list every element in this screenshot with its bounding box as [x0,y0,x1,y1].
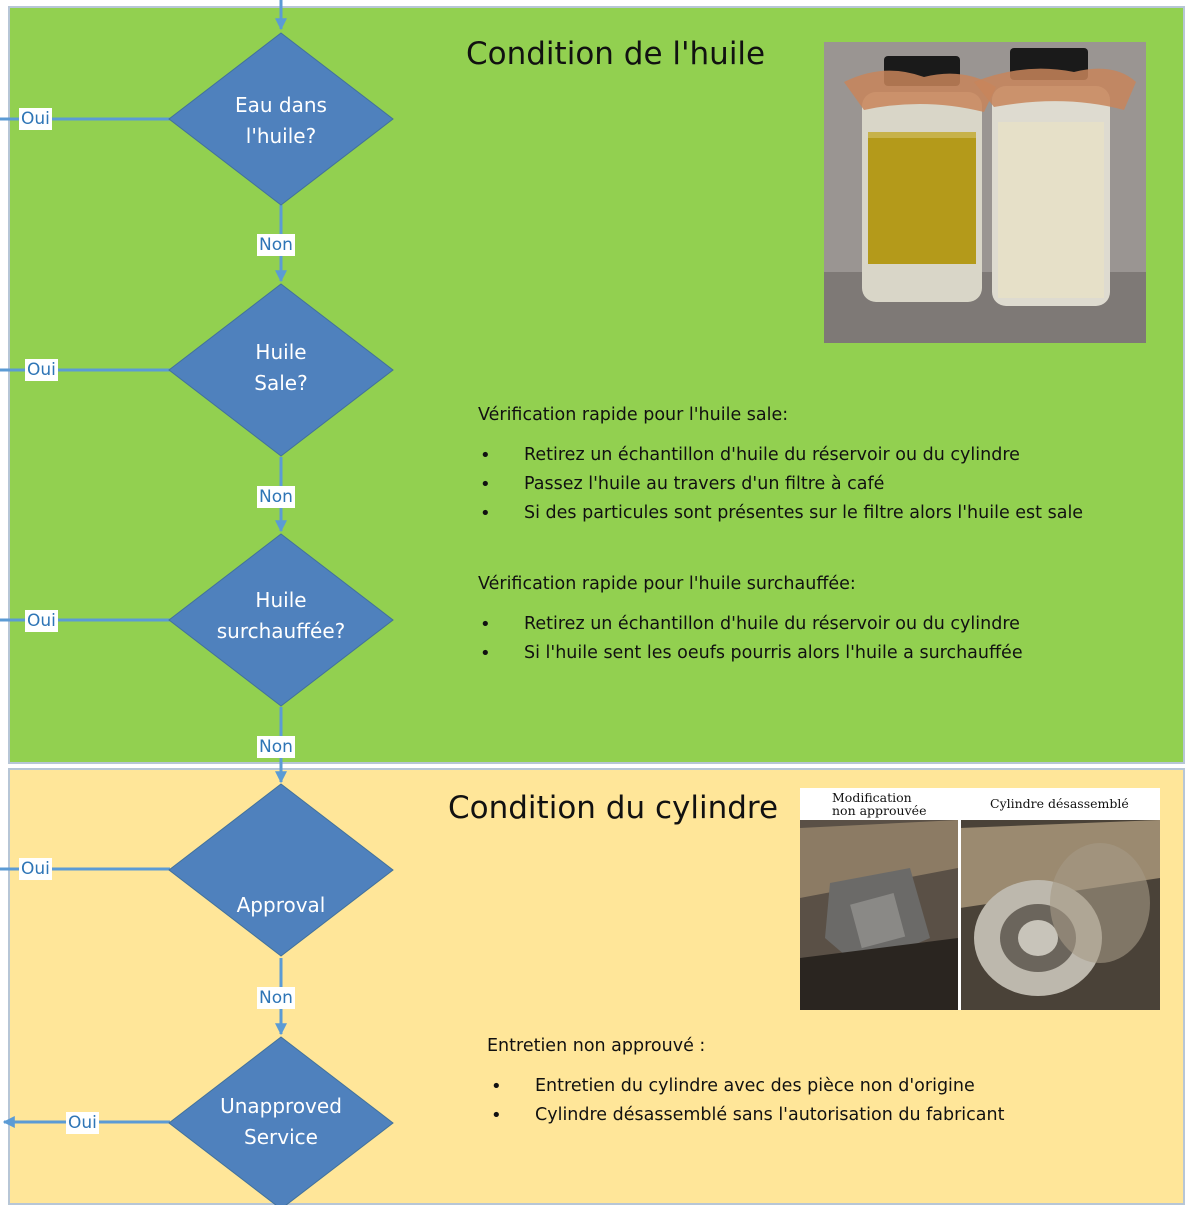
decision-diamond-dirty [168,283,394,457]
yes-tag-overheat: Oui [25,610,58,632]
unapproved-service-heading: Entretien non approuvé : [487,1036,706,1056]
dirty-oil-check: Vérification rapide pour l'huile sale: R… [478,405,1158,528]
decision-approval-label: Approval [236,893,326,917]
cylinder-section-title: Condition du cylindre [448,790,779,826]
yes-tag-approval: Oui [19,858,52,880]
oil-samples-photo [824,42,1146,343]
photo-caption-modification: Modification non approuvée [832,790,927,818]
oil-section-title: Condition de l'huile [466,36,766,72]
dirty-oil-step: Retirez un échantillon d'huile du réserv… [476,441,1158,470]
yes-tag-dirty: Oui [25,359,58,381]
yes-tag-unapproved: Oui [66,1112,99,1134]
decision-diamond-unapproved [168,1036,394,1205]
yes-tag-water: Oui [19,108,52,130]
dirty-oil-step: Si des particules sont présentes sur le … [476,499,1158,528]
unapproved-service-item: Cylindre désassemblé sans l'autorisation… [487,1101,1167,1130]
decision-diamond-water [168,32,394,206]
decision-diamond-approval [168,783,394,957]
unapproved-service-note: Entretien non approuvé : Entretien du cy… [487,1036,1167,1130]
cylinder-photo: Modification non approuvée Cylindre désa… [800,788,1160,1010]
dirty-oil-step: Passez l'huile au travers d'un filtre à … [476,470,1158,499]
unapproved-service-item: Entretien du cylindre avec des pièce non… [487,1072,1167,1101]
overheated-oil-step: Si l'huile sent les oeufs pourris alors … [476,639,1158,668]
no-tag-overheat: Non [257,736,295,758]
decision-diamond-overheat [168,533,394,707]
dirty-oil-check-heading: Vérification rapide pour l'huile sale: [478,405,789,425]
photo-caption-disassembled: Cylindre désassemblé [990,796,1129,811]
no-tag-approval: Non [257,987,295,1009]
overheated-oil-step: Retirez un échantillon d'huile du réserv… [476,610,1158,639]
no-tag-water: Non [257,234,295,256]
no-tag-dirty: Non [257,486,295,508]
overheated-oil-check-heading: Vérification rapide pour l'huile surchau… [478,574,856,594]
overheated-oil-check: Vérification rapide pour l'huile surchau… [478,574,1158,668]
